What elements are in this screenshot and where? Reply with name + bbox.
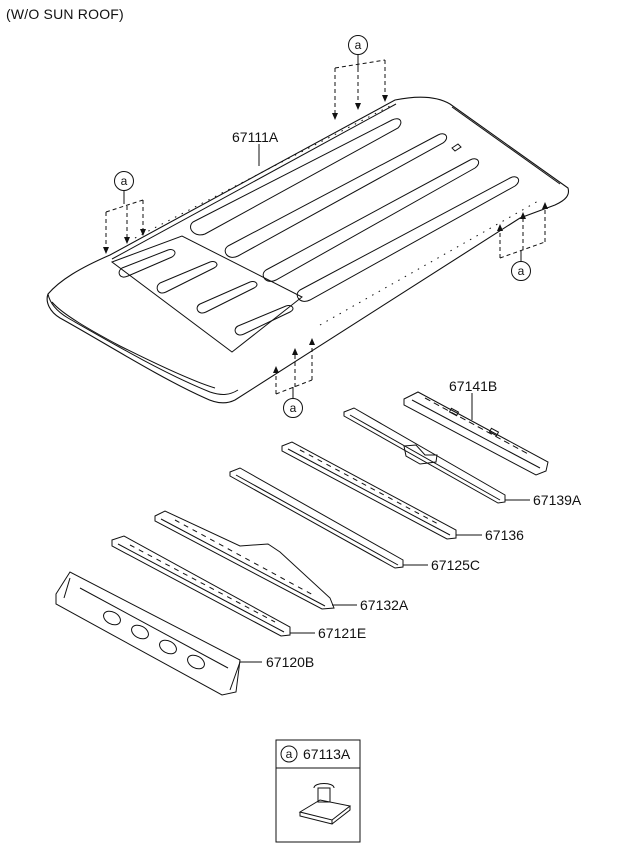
label-roof-panel: 67111A [232,129,279,145]
callout-letter-left: a [121,174,128,188]
clip-part-67113A[interactable] [298,783,352,825]
label-67141B: 67141B [449,378,497,394]
callout-a-top [334,55,386,118]
label-67136: 67136 [485,527,524,543]
rail-67141B[interactable] [403,391,549,476]
callout-letter-bottom: a [290,401,297,415]
callout-letter-top: a [355,38,362,52]
roof-panel[interactable] [46,96,570,404]
diagram-heading: (W/O SUN ROOF) [6,6,124,22]
callout-letter-right: a [518,264,525,278]
legend-callout-circle [280,745,298,763]
rail-67139A[interactable] [343,407,506,504]
callout-circle-bottom [283,398,303,418]
legend-box [275,739,361,843]
rail-67120B[interactable] [55,571,241,696]
rail-67121E[interactable] [111,535,291,637]
rail-67125C[interactable] [229,467,404,569]
callout-circle-top [348,35,368,55]
legend-part-number: 67113A [303,746,351,762]
rail-67132A[interactable] [154,510,335,610]
label-67139A: 67139A [533,492,582,508]
label-67132A: 67132A [360,597,409,613]
callout-circle-right [511,261,531,281]
label-67120B: 67120B [266,654,314,670]
callout-a-right [499,204,546,262]
label-67121E: 67121E [318,625,366,641]
callout-a-left [105,191,144,252]
rail-67136[interactable] [281,441,457,540]
callout-circle-left [114,171,134,191]
label-67125C: 67125C [431,557,480,573]
legend-marker-letter: a [286,747,293,761]
callout-a-bottom [275,340,313,399]
